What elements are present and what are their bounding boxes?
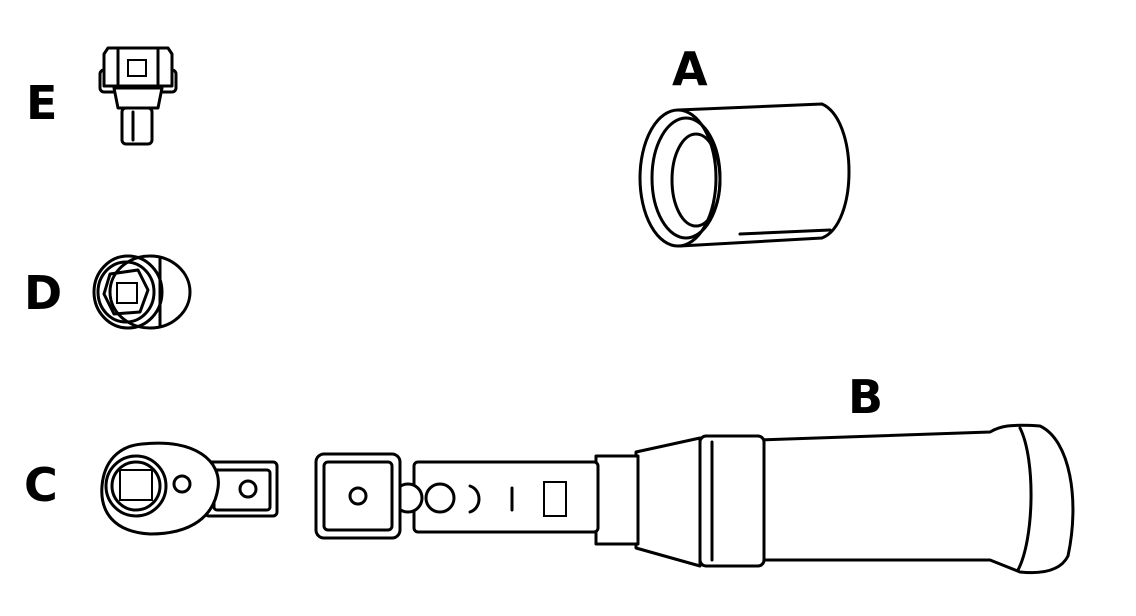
label-e: E xyxy=(26,76,58,130)
label-d: D xyxy=(24,266,63,320)
part-c-ratchet-head-icon xyxy=(100,441,279,536)
part-e-hex-adapter-icon xyxy=(98,46,178,146)
label-b: B xyxy=(848,370,884,424)
label-c: C xyxy=(24,458,58,512)
label-a: A xyxy=(672,42,708,96)
part-a-sleeve-icon xyxy=(638,102,851,248)
part-d-socket-icon xyxy=(92,254,192,330)
part-b-torque-wrench-icon xyxy=(314,423,1075,575)
